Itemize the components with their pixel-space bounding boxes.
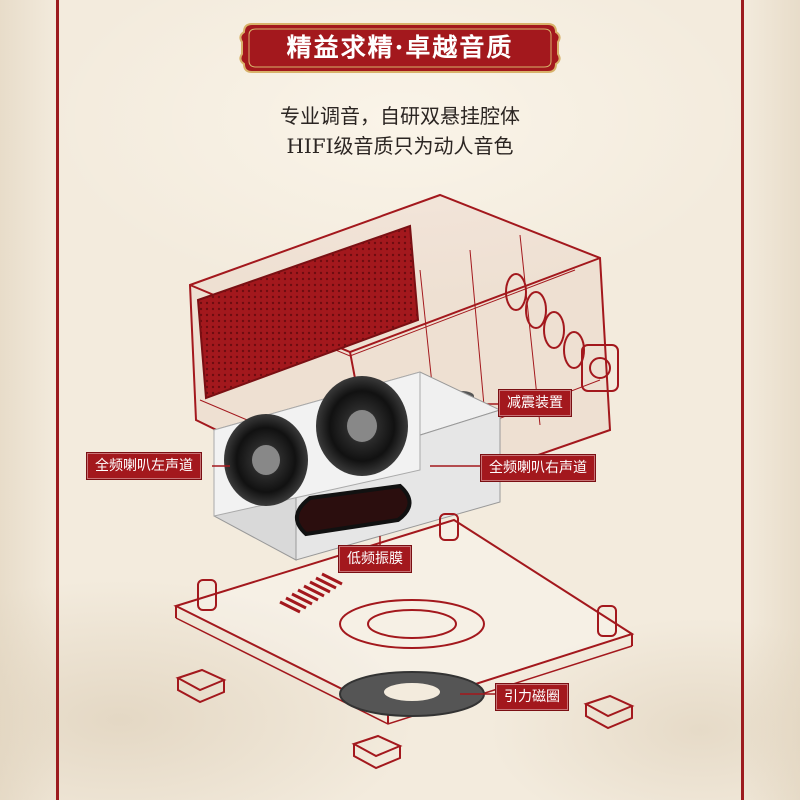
- side-knobs: [505, 273, 619, 392]
- callout-shock-absorber: 减震装置: [498, 389, 572, 417]
- base-plate: [173, 513, 635, 725]
- subtitle-line-1: 专业调音，自研双悬挂腔体: [280, 104, 520, 128]
- driver-module: [212, 371, 502, 561]
- callout-connectors: [212, 465, 495, 695]
- right-decor-strip: [742, 0, 800, 800]
- left-decor-strip: [0, 0, 58, 800]
- speaker-grille: [196, 224, 420, 400]
- title-banner: 精益求精·卓越音质: [238, 20, 562, 76]
- banner-shape: [239, 23, 561, 73]
- bass-radiator: [295, 483, 412, 537]
- left-frame-line: [56, 0, 59, 800]
- page-title: 精益求精·卓越音质: [286, 33, 514, 62]
- callout-right-channel: 全频喇叭右声道: [480, 454, 596, 482]
- subtitle-line-2: HIFI级音质只为动人音色: [286, 134, 514, 158]
- callout-magnetic-ring: 引力磁圈: [495, 683, 569, 711]
- right-frame-line: [741, 0, 744, 800]
- callout-bass-diaphragm: 低频振膜: [338, 545, 412, 573]
- magnetic-ring: [339, 671, 485, 717]
- foot-pads: [175, 668, 635, 770]
- callout-left-channel: 全频喇叭左声道: [86, 452, 202, 480]
